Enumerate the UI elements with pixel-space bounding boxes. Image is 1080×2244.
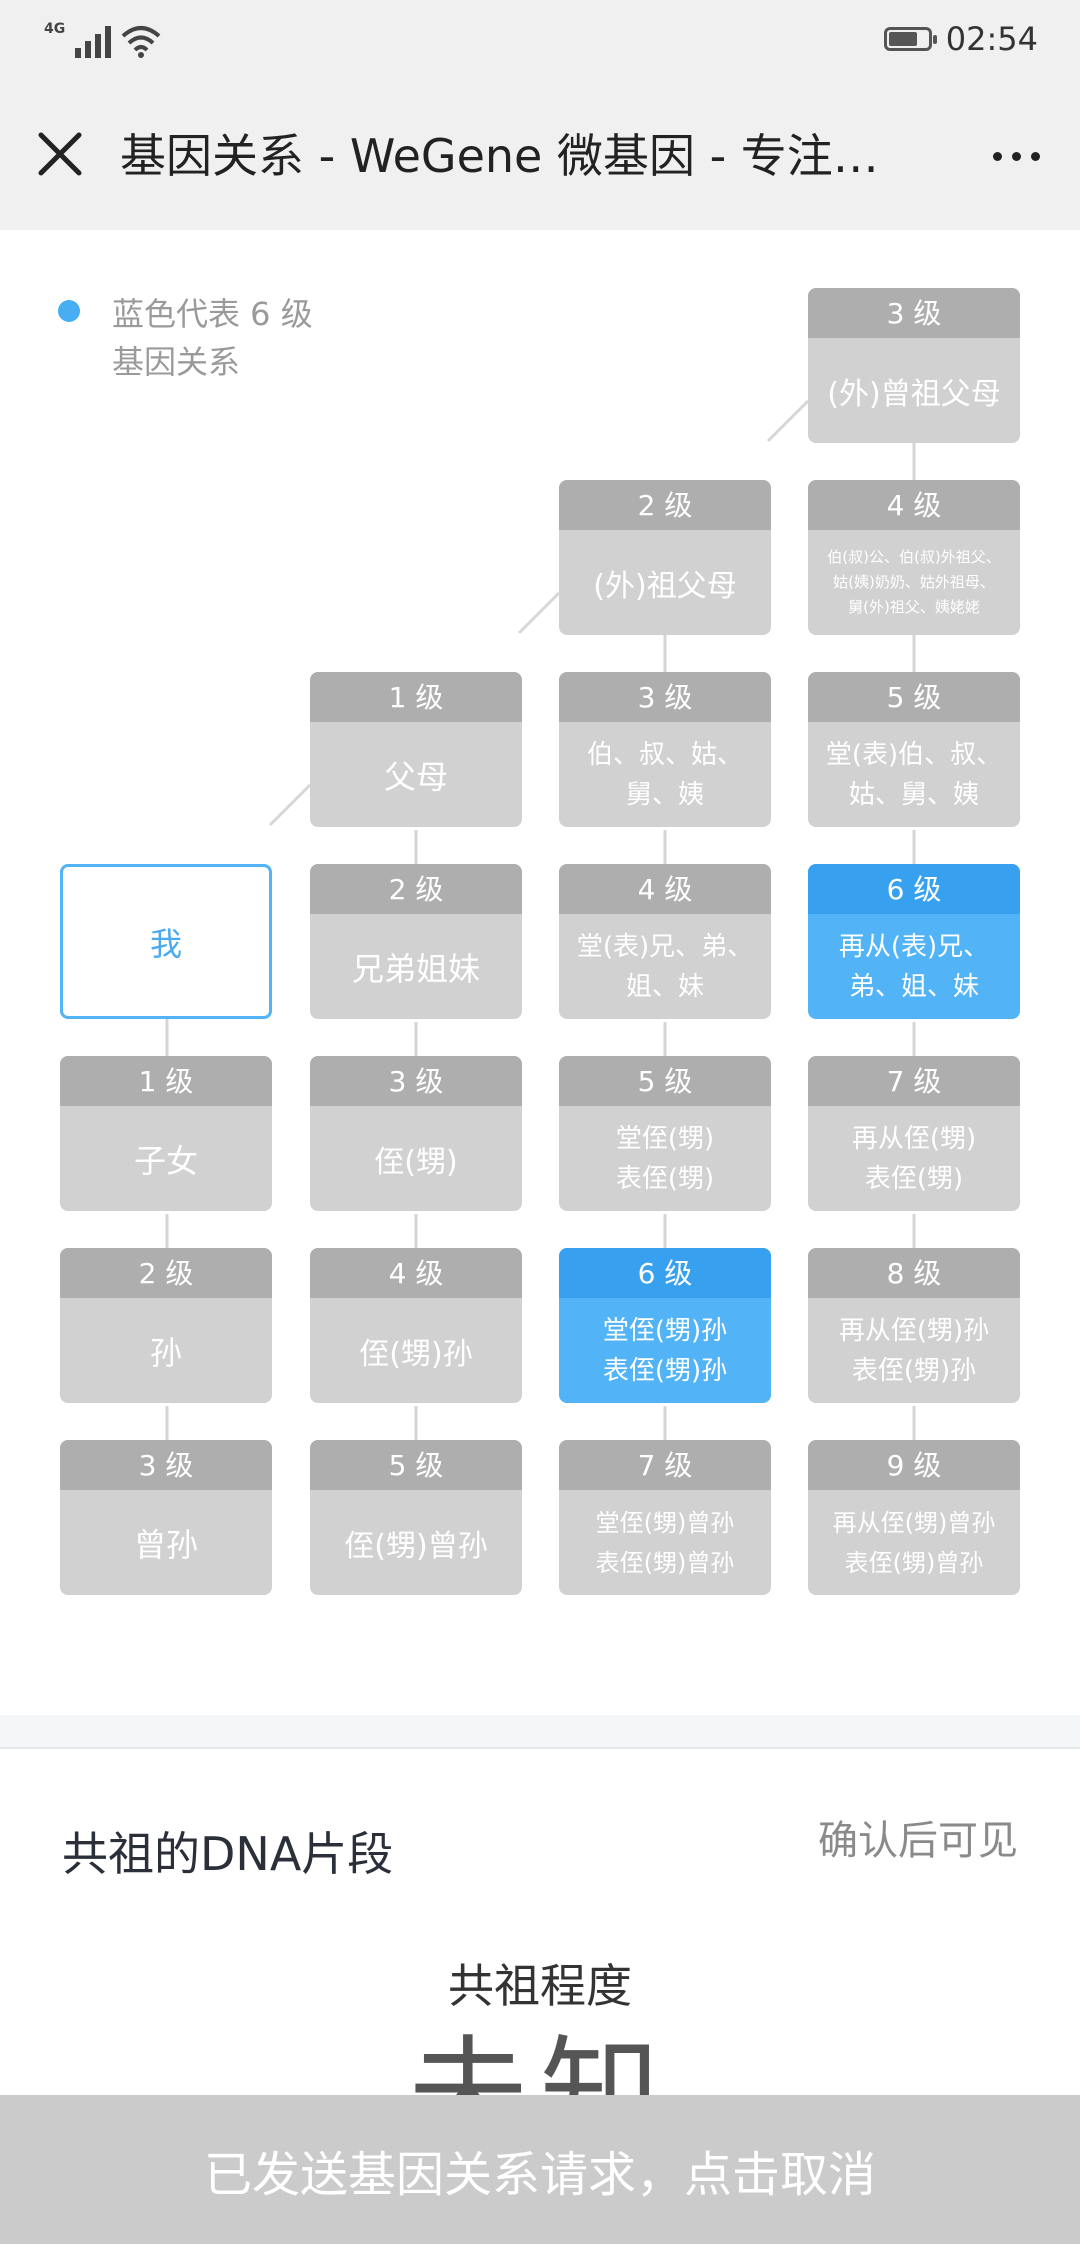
node-level: 3 级 xyxy=(310,1056,522,1106)
node-name: 伯、叔、姑、 舅、姨 xyxy=(586,739,743,810)
wifi-icon xyxy=(121,26,161,58)
node-great-grandparents[interactable]: 3 级 (外)曾祖父母 xyxy=(808,288,1020,443)
node-name: 兄弟姐妹 xyxy=(351,949,480,988)
signal-area: 4G xyxy=(44,22,161,58)
node-level: 7 级 xyxy=(559,1440,771,1490)
node-second-cousin-great-grandchildren[interactable]: 9 级 再从侄(甥)曾孙 表侄(甥)曾孙 xyxy=(808,1440,1020,1595)
battery-icon xyxy=(883,27,937,51)
node-name: 再从侄(甥)曾孙 表侄(甥)曾孙 xyxy=(832,1508,996,1577)
node-second-cousin-children[interactable]: 7 级 再从侄(甥) 表侄(甥) xyxy=(808,1056,1020,1211)
node-level: 2 级 xyxy=(559,480,771,530)
title-bar: 基因关系 - WeGene 微基因 - 专注… xyxy=(0,80,1080,230)
node-name: 再从侄(甥)孙 表侄(甥)孙 xyxy=(838,1315,990,1386)
node-great-grandchildren[interactable]: 3 级 曾孙 xyxy=(60,1440,272,1595)
node-level: 5 级 xyxy=(310,1440,522,1490)
node-name: 子女 xyxy=(133,1141,198,1180)
page-title: 基因关系 - WeGene 微基因 - 专注… xyxy=(120,129,879,183)
node-parents[interactable]: 1 级 父母 xyxy=(310,672,522,827)
common-ancestor-label: 共祖程度 xyxy=(448,1959,632,2013)
node-first-cousin-great-grandchildren[interactable]: 7 级 堂侄(甥)曾孙 表侄(甥)曾孙 xyxy=(559,1440,771,1595)
node-level: 8 级 xyxy=(808,1248,1020,1298)
confirm-note: 确认后可见 xyxy=(818,1818,1018,1864)
dna-section-title: 共祖的DNA片段 xyxy=(62,1827,394,1881)
node-grandchildren[interactable]: 2 级 孙 xyxy=(60,1248,272,1403)
node-name: 堂侄(甥) 表侄(甥) xyxy=(615,1123,715,1194)
node-grand-uncles-aunts[interactable]: 4 级 伯(叔)公、伯(叔)外祖父、 姑(姨)奶奶、姑外祖母、 舅(外)祖父、姨… xyxy=(808,480,1020,635)
node-nephews[interactable]: 3 级 侄(甥) xyxy=(310,1056,522,1211)
node-level: 5 级 xyxy=(559,1056,771,1106)
status-right: 02:54 xyxy=(883,20,1038,58)
node-me[interactable]: 我 xyxy=(60,864,272,1019)
node-name: 侄(甥)孙 xyxy=(359,1336,473,1372)
node-name: 伯(叔)公、伯(叔)外祖父、 姑(姨)奶奶、姑外祖母、 舅(外)祖父、姨姥姥 xyxy=(827,548,1001,616)
node-children[interactable]: 1 级 子女 xyxy=(60,1056,272,1211)
node-level: 1 级 xyxy=(310,672,522,722)
node-name: 堂侄(甥)孙 表侄(甥)孙 xyxy=(602,1315,728,1386)
node-name: (外)曾祖父母 xyxy=(827,376,1001,412)
more-icon xyxy=(992,151,1002,161)
node-level: 4 级 xyxy=(559,864,771,914)
section-divider xyxy=(0,1715,1080,1749)
node-second-cousins[interactable]: 6 级 再从(表)兄、 弟、姐、妹 xyxy=(808,864,1020,1019)
clock: 02:54 xyxy=(945,20,1038,58)
node-level: 1 级 xyxy=(60,1056,272,1106)
status-bar: 4G 02:54 xyxy=(0,0,1080,80)
node-level: 9 级 xyxy=(808,1440,1020,1490)
node-name: 父母 xyxy=(383,757,448,796)
node-name: 堂(表)伯、叔、 姑、舅、姨 xyxy=(825,739,1003,810)
node-first-cousins-of-parents[interactable]: 5 级 堂(表)伯、叔、 姑、舅、姨 xyxy=(808,672,1020,827)
signal-icon xyxy=(75,24,112,58)
node-level: 3 级 xyxy=(60,1440,272,1490)
node-level: 6 级 xyxy=(559,1248,771,1298)
node-grandparents[interactable]: 2 级 (外)祖父母 xyxy=(559,480,771,635)
node-level: 4 级 xyxy=(310,1248,522,1298)
node-grand-nephews[interactable]: 4 级 侄(甥)孙 xyxy=(310,1248,522,1403)
close-button[interactable] xyxy=(28,122,92,186)
node-name: 侄(甥)曾孙 xyxy=(344,1528,488,1564)
legend-dot xyxy=(58,300,80,322)
node-uncles-aunts[interactable]: 3 级 伯、叔、姑、 舅、姨 xyxy=(559,672,771,827)
node-level: 5 级 xyxy=(808,672,1020,722)
node-siblings[interactable]: 2 级 兄弟姐妹 xyxy=(310,864,522,1019)
node-level: 3 级 xyxy=(559,672,771,722)
node-level: 6 级 xyxy=(808,864,1020,914)
legend-text: 蓝色代表 6 级 基因关系 xyxy=(112,295,313,381)
cancel-request-button[interactable]: 已发送基因关系请求，点击取消 xyxy=(0,2095,1080,2244)
node-first-cousin-children[interactable]: 5 级 堂侄(甥) 表侄(甥) xyxy=(559,1056,771,1211)
node-second-cousin-grandchildren[interactable]: 8 级 再从侄(甥)孙 表侄(甥)孙 xyxy=(808,1248,1020,1403)
node-name: (外)祖父母 xyxy=(593,568,737,604)
node-level: 7 级 xyxy=(808,1056,1020,1106)
node-name: 再从(表)兄、 弟、姐、妹 xyxy=(838,931,990,1002)
node-level: 2 级 xyxy=(60,1248,272,1298)
node-name: 侄(甥) xyxy=(374,1144,458,1180)
node-name: 堂侄(甥)曾孙 表侄(甥)曾孙 xyxy=(595,1508,735,1577)
node-name: 堂(表)兄、弟、 姐、妹 xyxy=(576,931,754,1002)
node-first-cousin-grandchildren[interactable]: 6 级 堂侄(甥)孙 表侄(甥)孙 xyxy=(559,1248,771,1403)
relationship-chart: 蓝色代表 6 级 基因关系 3 级 (外)曾祖父母 2 级 (外)祖父母 4 级… xyxy=(0,230,1080,1715)
node-great-grand-nephews[interactable]: 5 级 侄(甥)曾孙 xyxy=(310,1440,522,1595)
node-first-cousins[interactable]: 4 级 堂(表)兄、弟、 姐、妹 xyxy=(559,864,771,1019)
more-options-button[interactable] xyxy=(976,124,1056,188)
node-level: 4 级 xyxy=(808,480,1020,530)
node-name: 再从侄(甥) 表侄(甥) xyxy=(851,1123,977,1194)
node-level: 3 级 xyxy=(808,288,1020,338)
tree-connectors xyxy=(165,399,916,1443)
network-type: 4G xyxy=(44,21,66,37)
node-name: 孙 xyxy=(149,1333,182,1372)
node-me-label: 我 xyxy=(149,924,182,963)
close-icon xyxy=(38,132,82,176)
node-level: 2 级 xyxy=(310,864,522,914)
node-name: 曾孙 xyxy=(133,1525,198,1564)
